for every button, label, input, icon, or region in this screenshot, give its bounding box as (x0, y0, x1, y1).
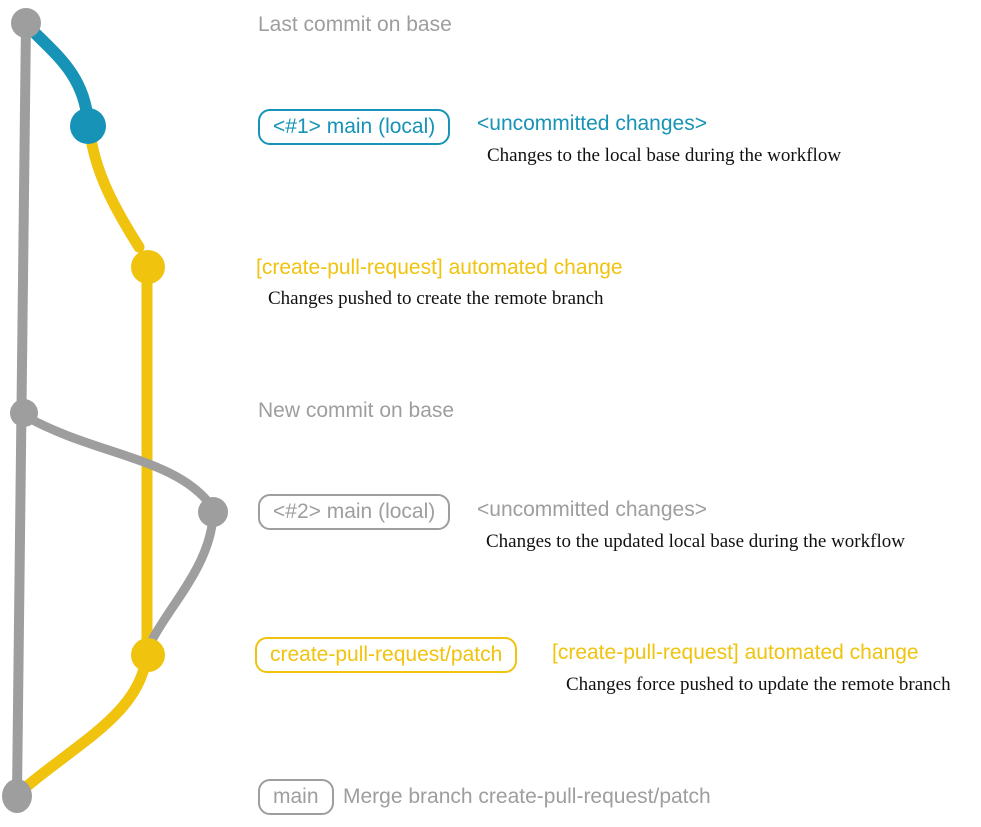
updated-base-return-curve (146, 512, 218, 647)
automated-change-1-note: Changes pushed to create the remote bran… (268, 288, 604, 309)
commit-graph (2, 8, 228, 813)
automated-change-1-label: [create-pull-request] automated change (256, 256, 623, 279)
commit-merge (2, 779, 32, 813)
updated-base-out-curve (22, 412, 217, 512)
new-commit-label: New commit on base (258, 399, 455, 422)
patch-branch-badge: create-pull-request/patch (255, 637, 518, 673)
patch-branch-upper-curve (85, 133, 145, 253)
automated-change-2-note: Changes force pushed to update the remot… (566, 674, 951, 695)
patch-branch-line (14, 254, 153, 798)
commit-main-local-1 (70, 108, 106, 144)
main-badge: main (258, 779, 334, 815)
uncommitted-changes-1-label: <uncommitted changes> (477, 112, 707, 135)
commit-new-on-base (10, 399, 38, 427)
uncommitted-changes-1-note: Changes to the local base during the wor… (487, 145, 842, 166)
commit-last-on-base (11, 8, 41, 38)
commit-automated-change-2 (131, 638, 165, 672)
main-local-2-badge: <#2> main (local) (258, 494, 451, 530)
merge-branch-label: Merge branch create-pull-request/patch (343, 785, 711, 808)
main-local-1-badge: <#1> main (local) (258, 109, 451, 145)
uncommitted-changes-2-note: Changes to the updated local base during… (486, 531, 905, 552)
last-commit-label: Last commit on base (258, 13, 452, 36)
automated-change-2-label: [create-pull-request] automated change (552, 641, 919, 664)
uncommitted-changes-2-label: <uncommitted changes> (477, 498, 707, 521)
commit-main-local-2 (198, 497, 228, 527)
local-change-curve (22, 20, 94, 128)
commit-automated-change-1 (131, 250, 165, 284)
